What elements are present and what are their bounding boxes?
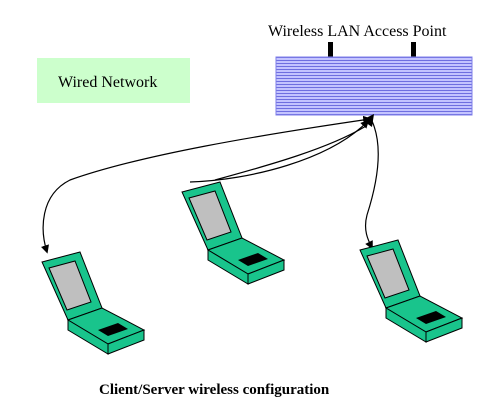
link-center-inner xyxy=(214,125,367,181)
link-center-outer xyxy=(189,119,370,183)
arrowhead-icon xyxy=(362,114,374,127)
antenna-icon xyxy=(328,42,333,59)
access-point-label: Wireless LAN Access Point xyxy=(268,23,447,40)
link-left xyxy=(40,115,372,254)
laptop-left xyxy=(41,251,145,355)
antenna-icon xyxy=(411,42,416,59)
wired-network-box xyxy=(37,58,190,103)
diagram-caption: Client/Server wireless configuration xyxy=(99,382,330,398)
link-right xyxy=(364,120,379,250)
laptop-right xyxy=(359,239,463,343)
access-point-icon xyxy=(275,56,473,116)
laptop-center xyxy=(181,181,285,285)
wired-network-label: Wired Network xyxy=(58,74,157,91)
